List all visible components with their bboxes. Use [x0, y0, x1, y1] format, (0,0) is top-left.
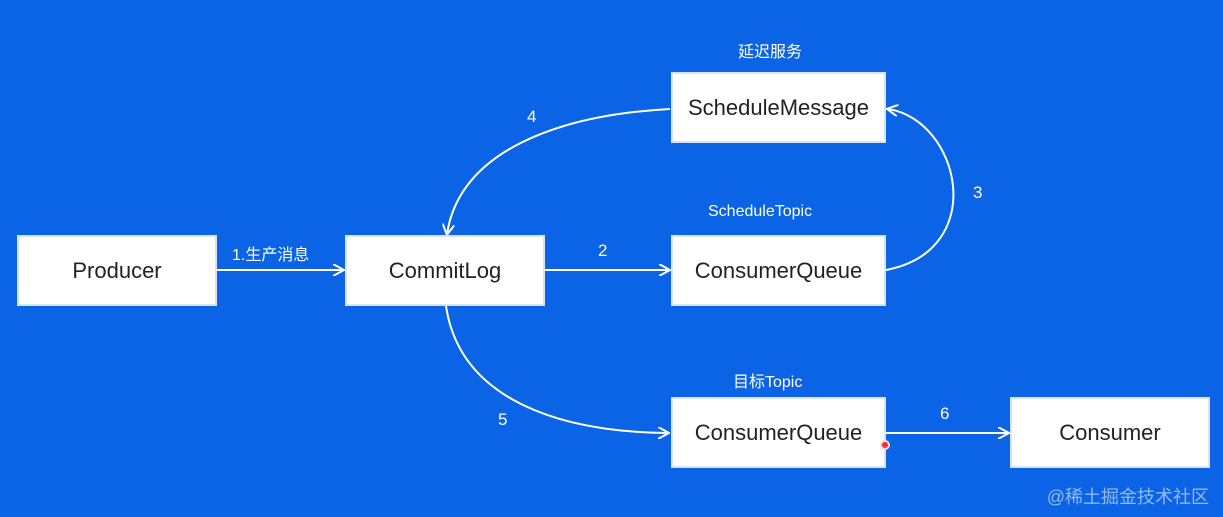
edge-label-5: 5 [498, 410, 508, 429]
target-topic-label: 目标Topic [733, 374, 803, 391]
schedule-message-label: ScheduleMessage [687, 94, 869, 120]
commitlog-box: CommitLog [345, 235, 545, 306]
schedule-consumer-queue-label: ConsumerQueue [694, 257, 863, 283]
schedule-topic-label: ScheduleTopic [708, 203, 813, 220]
pointer-dot [880, 440, 890, 450]
target-consumer-queue-box: ConsumerQueue [671, 397, 886, 468]
edge-label-4: 4 [527, 107, 537, 126]
edge-schedule-queue-schedule-message [886, 109, 955, 271]
consumer-label: Consumer [1059, 419, 1161, 445]
edge-label-1: 1.生产消息 [232, 247, 310, 264]
commitlog-label: CommitLog [388, 257, 502, 283]
edge-schedule-message-commitlog [447, 108, 671, 234]
edge-label-6: 6 [940, 404, 950, 423]
schedule-consumer-queue-box: ConsumerQueue [671, 235, 886, 306]
consumer-box: Consumer [1010, 397, 1210, 468]
producer-box: Producer [17, 235, 217, 306]
edge-label-2: 2 [598, 241, 608, 260]
target-consumer-queue-label: ConsumerQueue [694, 419, 863, 445]
delay-service-label: 延迟服务 [738, 44, 803, 61]
schedule-message-box: ScheduleMessage [671, 72, 886, 143]
edge-commitlog-target-queue [445, 305, 668, 433]
producer-label: Producer [72, 257, 162, 283]
watermark-text: @稀土掘金技术社区 [1046, 487, 1209, 507]
edge-label-3: 3 [973, 183, 983, 202]
